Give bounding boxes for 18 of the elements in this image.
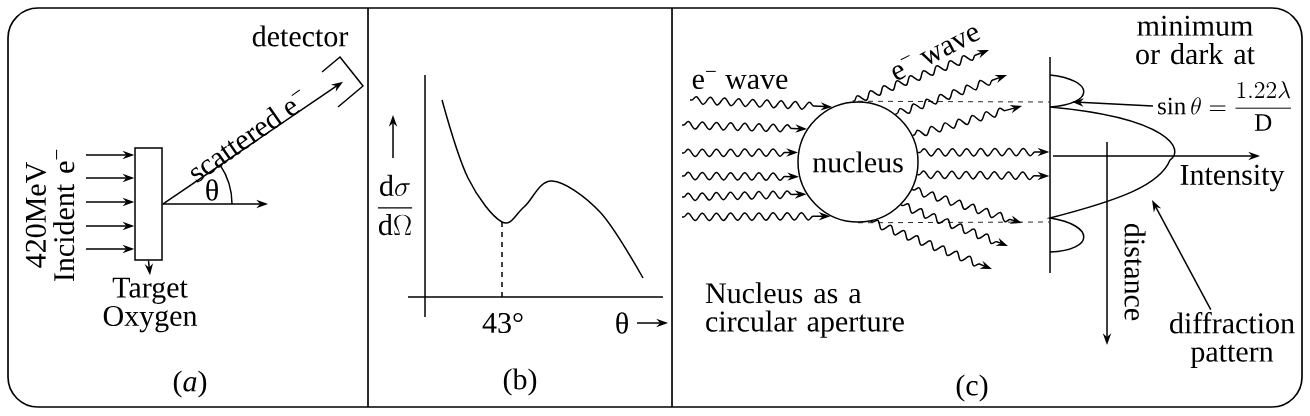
beam-label: 420MeV Incident e$^{−}$ — [25, 149, 75, 282]
pattern-label: diffraction pattern — [1170, 312, 1295, 368]
detector-label: detector — [252, 25, 349, 47]
axis-label: Intensity — [1180, 164, 1285, 192]
panel-label: (c) — [956, 374, 988, 402]
caption-text: Nucleus as a circular aperture — [705, 282, 904, 338]
note-text: minimum or dark at — [1136, 15, 1255, 65]
tick-label: 43° — [482, 312, 523, 334]
edge-label: e$^{−}$ wave — [692, 70, 788, 90]
target-label: Target Oxygen — [103, 277, 198, 333]
panel-label: (a) — [173, 370, 207, 398]
axis-label: θ — [616, 312, 628, 334]
axis-label: $\frac{\mathrm{d}\sigma}{\mathrm{d}\Omega}$ — [377, 174, 413, 236]
target-box — [134, 147, 163, 261]
edge-label: e$^{−}$ wave — [892, 27, 981, 80]
axis-label: distance — [1124, 223, 1146, 321]
formula: $\sin\theta=\frac{1.22\lambda}{\mathrm{D}}$ — [1158, 81, 1291, 131]
panel-label: (b) — [503, 368, 537, 396]
